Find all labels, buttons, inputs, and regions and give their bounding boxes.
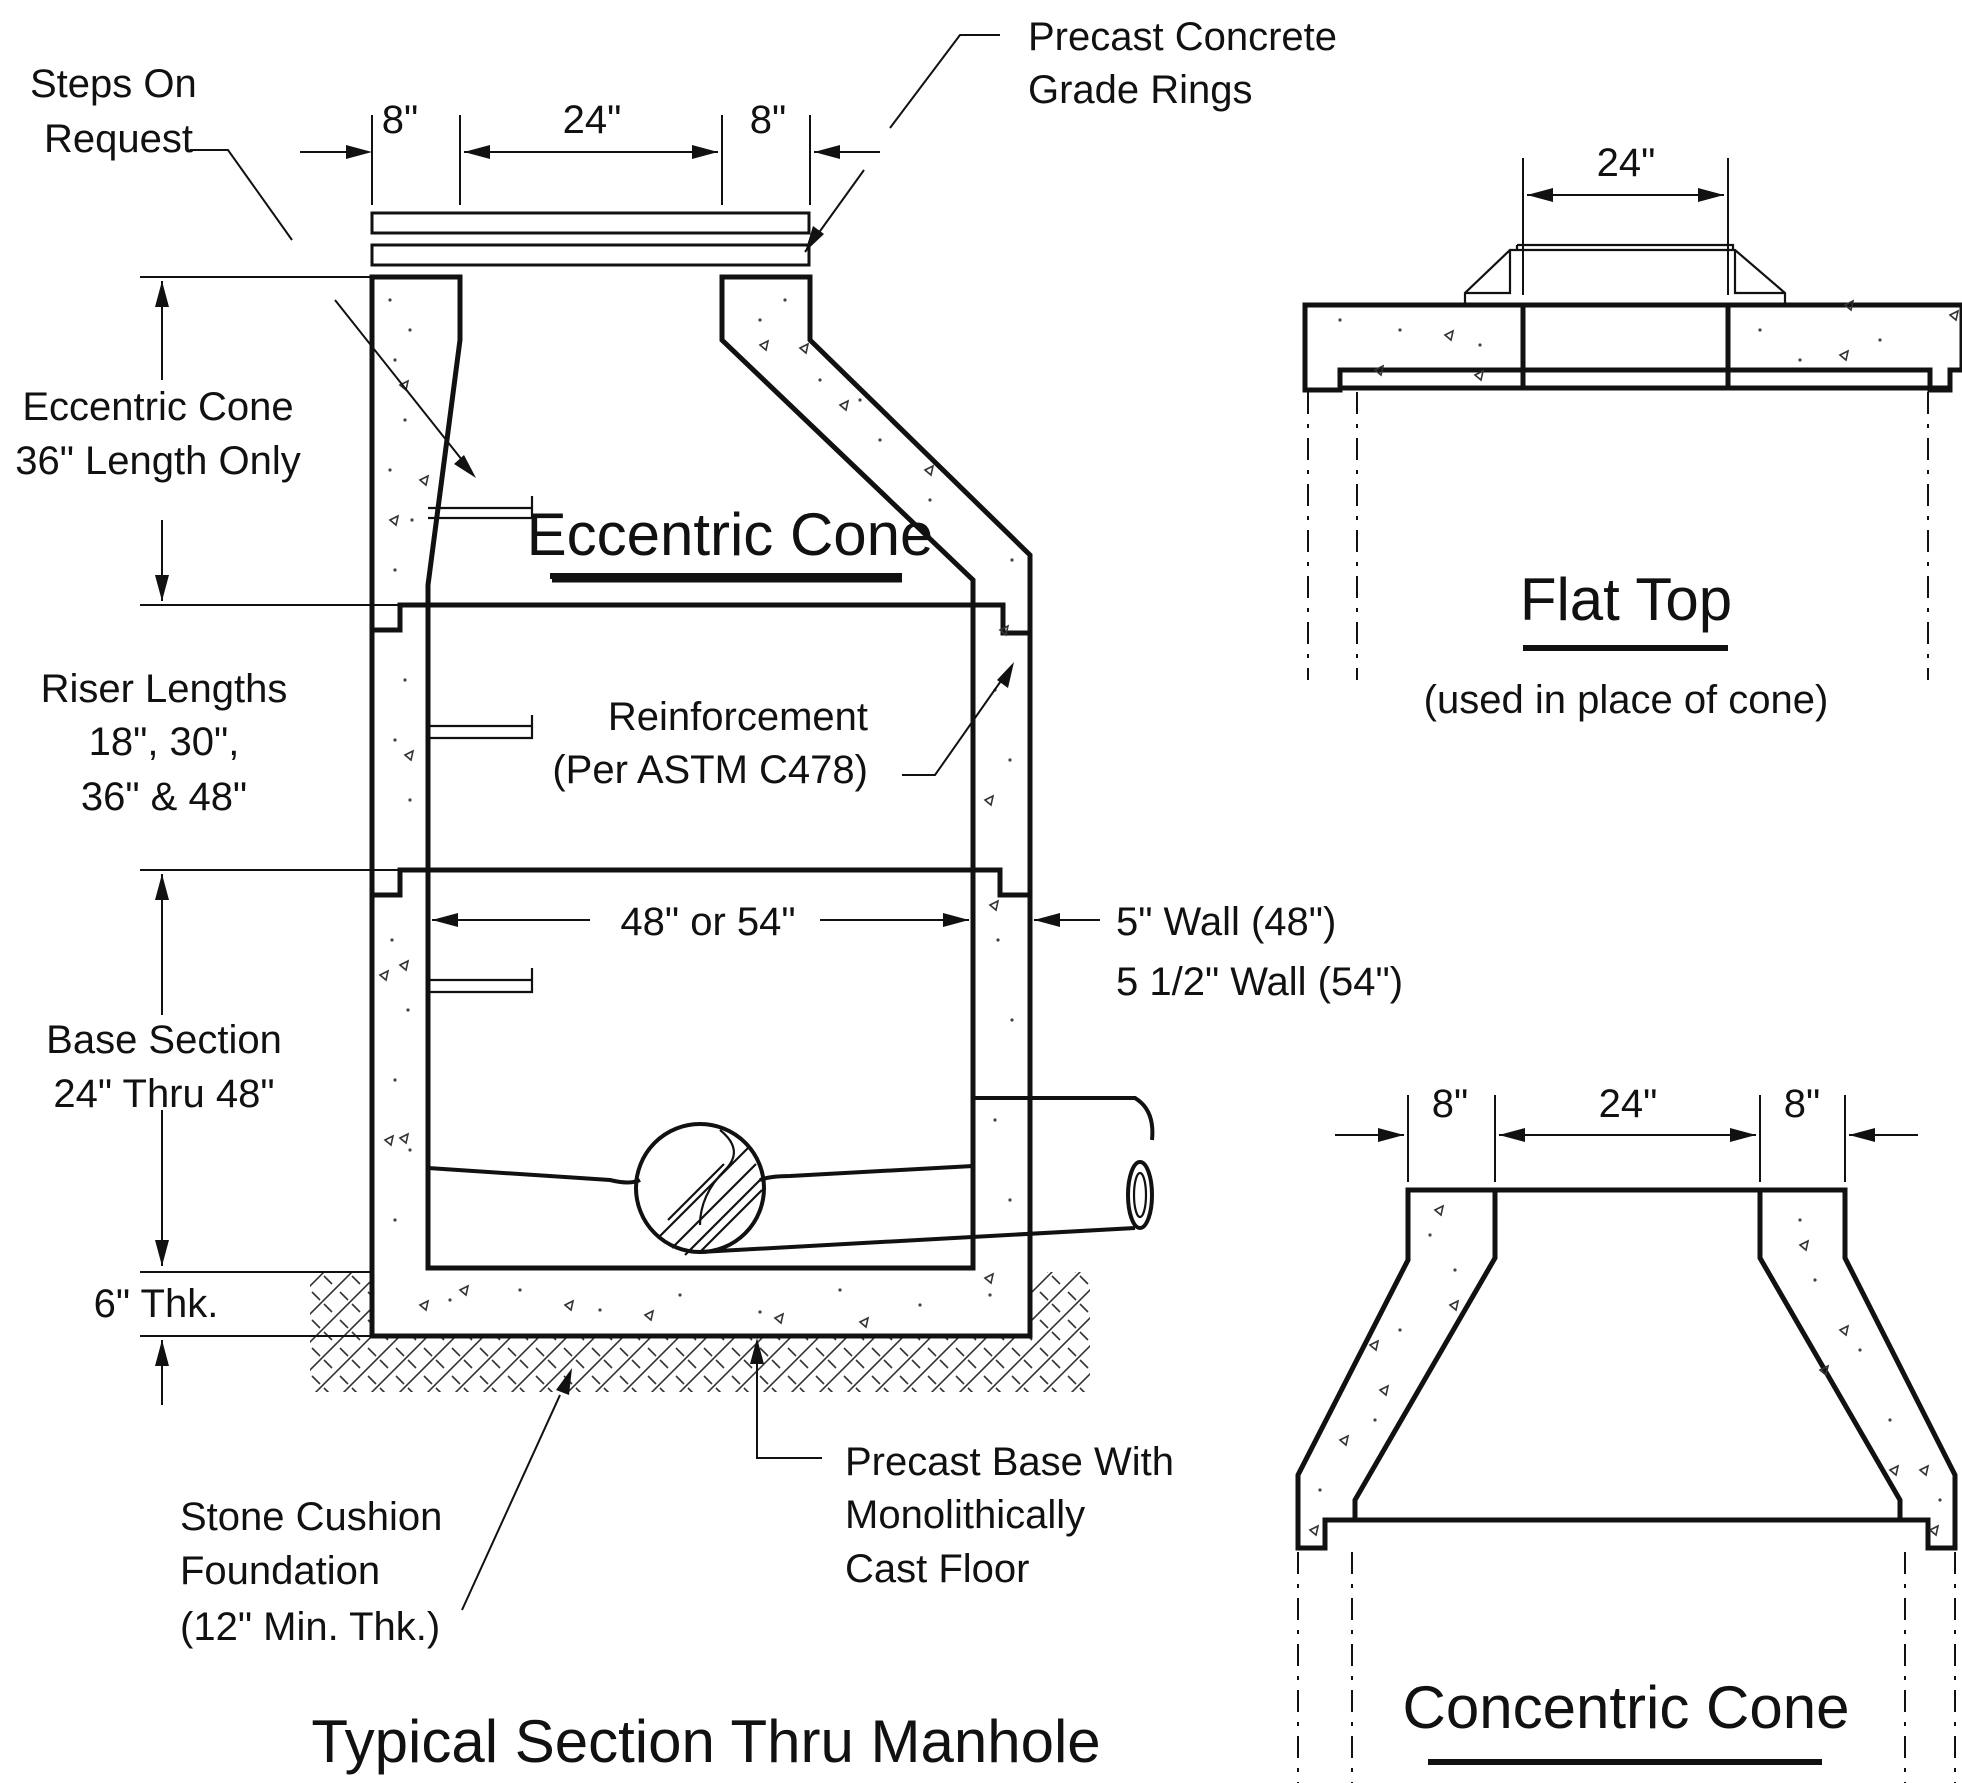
stone-cushion [310,1272,1090,1392]
concentric-dim-left: 8" [1432,1082,1468,1126]
outlet-pipe-end-inner [1132,1171,1148,1219]
base-label-2: 24" Thru 48" [53,1072,274,1116]
inside-diameter-label: 48" or 54" [620,900,795,944]
concentric-title: Concentric Cone [1403,1674,1850,1741]
precast-label-2: Monolithically [845,1493,1085,1537]
main-leaders [190,34,1014,1611]
thickness-label: 6" Thk. [94,1282,219,1326]
stone-label-1: Stone Cushion [180,1495,442,1539]
reinforcement-label-2: (Per ASTM C478) [552,748,868,792]
flat-top-note: (used in place of cone) [1424,678,1829,722]
cone-left-wall [369,274,463,633]
grade-ring-1 [370,211,811,235]
steps-label-2: Request [44,117,193,161]
stone-label-3: (12" Min. Thk.) [180,1605,440,1649]
precast-label-1: Precast Base With [845,1440,1174,1484]
dim-top-mid: 24" [563,98,622,142]
labels: 8" 24" 8" Precast Concrete Grade Rings S… [15,15,1849,1775]
wall-label-1: 5" Wall (48") [1116,900,1336,944]
channel-bench-left [427,1166,641,1185]
pipe-invert-hatch [659,1147,763,1256]
steps-label-1: Steps On [30,62,197,106]
outlet-pipe-end [1126,1160,1154,1230]
manhole-step-1 [428,496,534,520]
flat-top-title: Flat Top [1520,566,1732,633]
cone-length-label-2: 36" Length Only [15,439,301,483]
flat-top-detail [1302,158,1962,680]
pipe-invert-curve [698,1129,735,1226]
channel-bench-right [759,1164,974,1182]
concrete-aggregate [378,339,1010,1329]
concentric-dim-mid: 24" [1599,1082,1658,1126]
grade-rings-label-2: Grade Rings [1028,68,1253,112]
riser-left-wall [369,602,431,898]
grade-rings-label-1: Precast Concrete [1028,15,1337,59]
riser-right-wall [970,602,1033,898]
flat-top-frame [1463,243,1787,305]
concentric-cone-detail [1295,1095,1958,1783]
base-label-1: Base Section [46,1018,282,1062]
eccentric-cone-title: Eccentric Cone [527,501,934,568]
dim-top-right: 8" [750,98,786,142]
manhole-step-3 [428,968,534,994]
riser-label-3: 36" & 48" [81,775,247,819]
outlet-pipe [699,1096,1155,1254]
reinforcement-label-1: Reinforcement [608,695,868,739]
precast-label-3: Cast Floor [845,1547,1030,1591]
concentric-right-wall [1757,1187,1958,1551]
main-manhole-section [310,211,1155,1392]
concentric-left-wall [1295,1187,1498,1551]
main-title: Typical Section Thru Manhole [311,1708,1100,1775]
manhole-step-2 [428,715,534,740]
cone-length-label-1: Eccentric Cone [22,385,293,429]
flat-top-slab [1302,302,1962,393]
concrete-speckle [388,298,1014,1314]
riser-label-2: 18", 30", [89,720,240,764]
riser-label-1: Riser Lengths [41,667,288,711]
concentric-dim-right: 8" [1784,1082,1820,1126]
stone-label-2: Foundation [180,1549,380,1593]
dim-top-left: 8" [382,98,418,142]
main-dimensions [140,115,1100,1405]
flat-top-dim: 24" [1597,141,1656,185]
wall-label-2: 5 1/2" Wall (54") [1116,960,1403,1004]
grade-ring-2 [370,243,811,267]
